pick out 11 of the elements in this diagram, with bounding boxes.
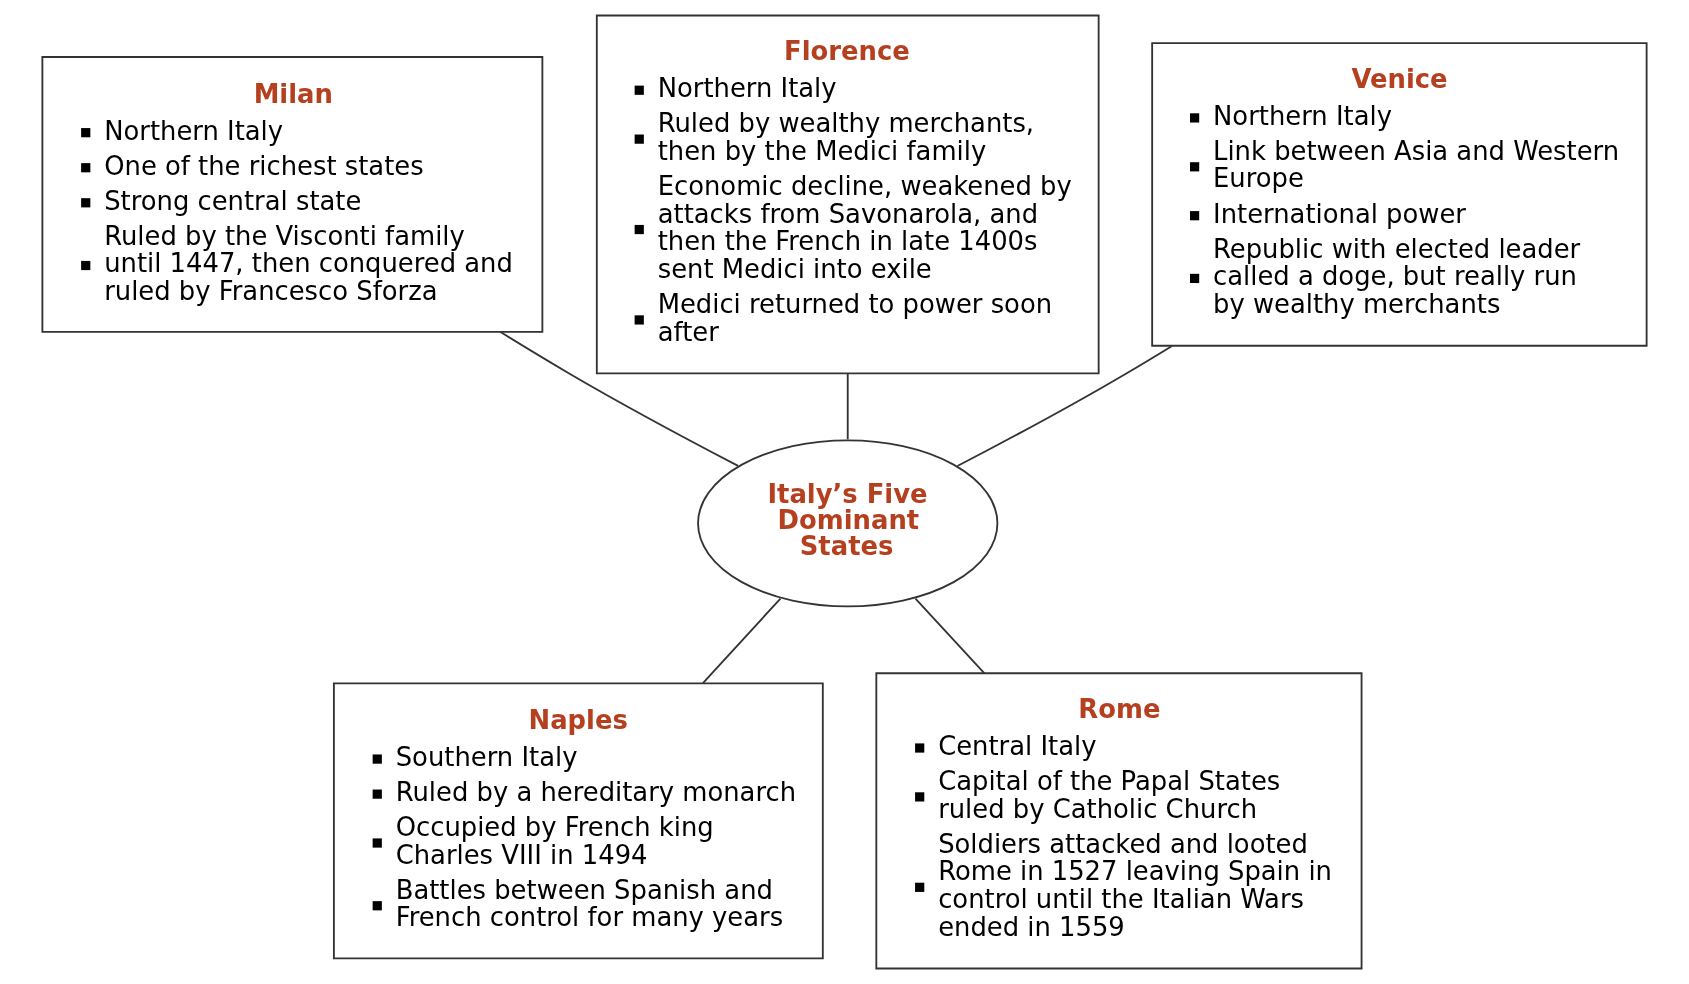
connector [846, 372, 849, 441]
connector [499, 331, 740, 467]
node-box: Florence Northern Italy Ruled by wealthy merchants, then by the Medici family Economic decline, weakened by attacks from Savonarola, and then the French in late 1400s sent Medici into exile Medici returned to power soon after [595, 14, 1100, 375]
node-box: Milan Northern Italy One of the richest states Strong central state Ruled by the Visconti family until 1447, then conquered and ruled by Francesco Sforza [41, 56, 544, 333]
node-box: Venice Northern Italy Link between Asia and Western Europe International power Republic with elected leader called a doge, but really run by wealthy merchants [1151, 42, 1648, 347]
node-ellipse: Italy’s Five Dominant States [697, 439, 999, 608]
node-box: Rome Central Italy Capital of the Papal States ruled by Catholic Church Soldiers attacked and looted Rome in 1527 leaving Spain in control until the Italian Wars ended in 1559 [875, 672, 1363, 970]
connector [702, 597, 782, 685]
connector [914, 597, 986, 675]
node-box: Naples Southern Italy Ruled by a hereditary monarch Occupied by French king Charles VIII in 1494 Battles between Spanish and French control for many years [332, 682, 824, 960]
connector [956, 345, 1173, 467]
